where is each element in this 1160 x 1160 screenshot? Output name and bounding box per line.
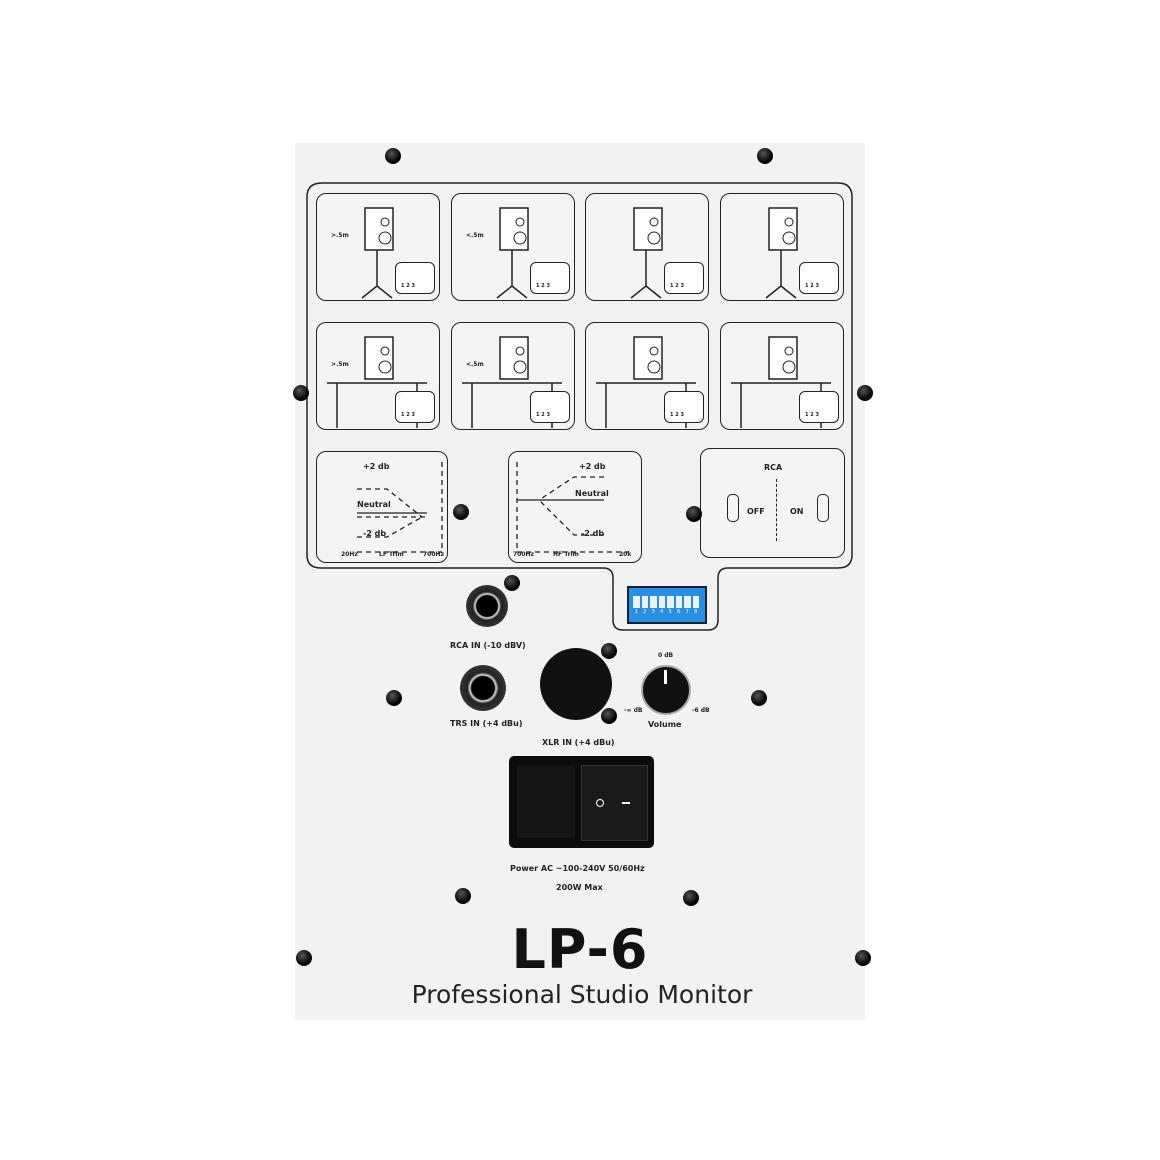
distance-label: >.5m — [331, 232, 349, 239]
rca-off-label: OFF — [747, 507, 765, 516]
power-spec-label: Power AC ~100-240V 50/60Hz — [510, 864, 645, 873]
dip-toggle[interactable]: 1 — [633, 596, 640, 615]
screw-icon — [601, 643, 617, 659]
placement-cell: 1 2 3 — [720, 322, 844, 430]
distance-label: <.5m — [466, 361, 484, 368]
hf-trim-chart: +2 db Neutral -2 db 700Hz HF Trim 20k — [508, 451, 642, 563]
screw-icon — [453, 504, 469, 520]
power-switch[interactable] — [581, 765, 648, 841]
trs-input-label: TRS IN (+4 dBu) — [450, 719, 523, 728]
dip-toggle[interactable]: 2 — [641, 596, 648, 615]
screw-icon — [293, 385, 309, 401]
rca-input-jack[interactable] — [466, 585, 508, 627]
dip-number: 2 — [643, 609, 647, 615]
iec-power-inlet[interactable] — [517, 766, 575, 838]
placement-cell: >.5m 1 2 3 — [316, 193, 440, 301]
screw-icon — [385, 148, 401, 164]
volume-min-label: -∞ dB — [624, 707, 643, 714]
screw-icon — [857, 385, 873, 401]
hf-title: HF Trim — [553, 551, 579, 558]
dip-toggle[interactable]: 6 — [675, 596, 682, 615]
dip-toggle[interactable]: 4 — [658, 596, 665, 615]
lf-plus-label: +2 db — [363, 462, 390, 471]
distance-label: <.5m — [466, 232, 484, 239]
lf-trim-chart: +2 db Neutral -2 db 20Hz LF Trim 700Hz — [316, 451, 448, 563]
dip-number: 7 — [685, 609, 689, 615]
product-subtitle: Professional Studio Monitor — [411, 980, 753, 1009]
trs-input-jack[interactable] — [460, 665, 506, 711]
volume-max-label: 0 dB — [658, 652, 674, 659]
lf-high-label: 700Hz — [423, 551, 445, 558]
screw-icon — [504, 575, 520, 591]
dip-number: 3 — [651, 609, 655, 615]
hf-high-label: 20k — [619, 551, 632, 558]
volume-label: Volume — [648, 720, 682, 729]
lf-low-label: 20Hz — [341, 551, 358, 558]
hf-neutral-label: Neutral — [575, 489, 609, 498]
volume-knob[interactable] — [641, 665, 691, 715]
dip-number: 4 — [660, 609, 664, 615]
dip-number: 6 — [677, 609, 681, 615]
volume-mid-label: -6 dB — [692, 707, 710, 714]
placement-cell: >.5m 1 2 3 — [316, 322, 440, 430]
screw-icon — [386, 690, 402, 706]
rca-input-label: RCA IN (-10 dBV) — [450, 641, 526, 650]
rca-switch-diagram: RCA OFF ON — [700, 448, 845, 558]
dip-toggle[interactable]: 7 — [684, 596, 691, 615]
placement-cell: 1 2 3 — [585, 193, 709, 301]
screw-icon — [751, 690, 767, 706]
placement-cell: <.5m 1 2 3 — [451, 322, 575, 430]
screw-icon — [601, 708, 617, 724]
switch-numbers: 1 2 3 — [805, 283, 819, 289]
placement-cell: 1 2 3 — [585, 322, 709, 430]
rca-on-label: ON — [790, 507, 804, 516]
placement-cell: <.5m 1 2 3 — [451, 193, 575, 301]
lf-minus-label: -2 db — [363, 529, 387, 538]
dip-number: 8 — [694, 609, 698, 615]
switch-numbers: 1 2 3 — [670, 412, 684, 418]
switch-numbers: 1 2 3 — [536, 283, 550, 289]
screw-icon — [683, 890, 699, 906]
power-max-label: 200W Max — [556, 883, 603, 892]
switch-numbers: 1 2 3 — [401, 283, 415, 289]
lf-title: LF Trim — [379, 551, 404, 558]
switch-numbers: 1 2 3 — [805, 412, 819, 418]
dip-toggle[interactable]: 8 — [692, 596, 699, 615]
dip-toggle[interactable]: 3 — [650, 596, 657, 615]
lf-neutral-label: Neutral — [357, 500, 391, 509]
switch-numbers: 1 2 3 — [536, 412, 550, 418]
distance-label: >.5m — [331, 361, 349, 368]
switch-numbers: 1 2 3 — [401, 412, 415, 418]
hf-low-label: 700Hz — [513, 551, 535, 558]
rca-title: RCA — [764, 463, 783, 472]
hf-minus-label: -2 db — [581, 529, 605, 538]
screw-icon — [686, 506, 702, 522]
hf-plus-label: +2 db — [579, 462, 606, 471]
screw-icon — [855, 950, 871, 966]
xlr-input-label: XLR IN (+4 dBu) — [542, 738, 615, 747]
screw-icon — [455, 888, 471, 904]
switch-numbers: 1 2 3 — [670, 283, 684, 289]
dip-number: 5 — [668, 609, 672, 615]
dip-toggle[interactable]: 5 — [667, 596, 674, 615]
screw-icon — [296, 950, 312, 966]
xlr-input-jack[interactable] — [540, 648, 612, 720]
power-module — [509, 756, 654, 848]
model-name: LP-6 — [511, 918, 649, 981]
placement-cell: 1 2 3 — [720, 193, 844, 301]
dip-number: 1 — [634, 609, 638, 615]
screw-icon — [757, 148, 773, 164]
